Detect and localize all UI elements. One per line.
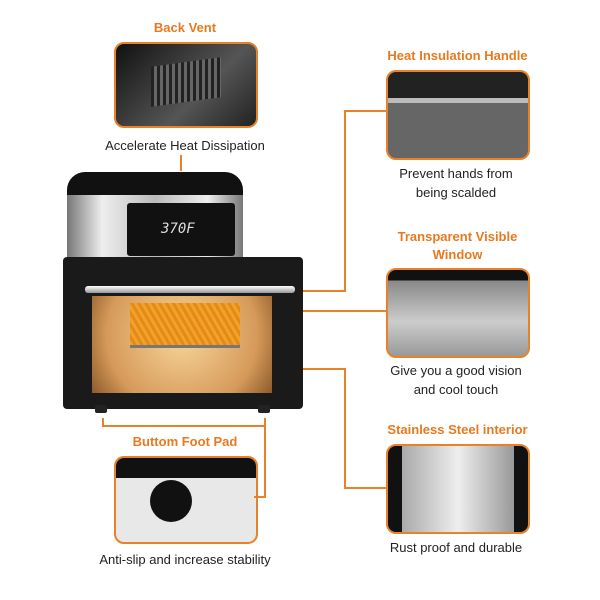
handle-title: Heat Insulation Handle	[387, 48, 528, 63]
door-handle	[85, 286, 295, 293]
temperature-readout: 370F	[161, 221, 195, 237]
leader-line	[344, 110, 346, 292]
fries-basket	[130, 303, 240, 348]
leader-line	[262, 368, 346, 370]
touch-display: 370F	[127, 203, 235, 256]
leader-line	[290, 290, 346, 292]
foot-pad	[258, 405, 270, 413]
foot-pad-photo	[114, 456, 258, 544]
window-photo	[386, 268, 530, 358]
interior-title: Stainless Steel interior	[387, 422, 528, 437]
leader-line	[270, 310, 386, 312]
leader-line	[344, 110, 386, 112]
leader-line	[254, 496, 266, 498]
interior-photo	[386, 444, 530, 534]
leader-line	[344, 368, 346, 488]
back-vent-caption: Accelerate Heat Dissipation	[105, 138, 265, 153]
back-vent-title: Back Vent	[153, 20, 217, 35]
leader-line	[102, 418, 104, 427]
handle-photo	[386, 70, 530, 160]
foot-pad	[95, 405, 107, 413]
leader-line	[102, 425, 266, 427]
foot-pad-caption: Anti-slip and increase stability	[99, 552, 271, 567]
interior-caption: Rust proof and durable	[389, 540, 523, 555]
leader-line	[264, 418, 266, 498]
back-vent-photo	[114, 42, 258, 128]
leader-line	[180, 155, 182, 171]
leader-line	[344, 487, 386, 489]
foot-pad-title: Buttom Foot Pad	[132, 434, 238, 449]
